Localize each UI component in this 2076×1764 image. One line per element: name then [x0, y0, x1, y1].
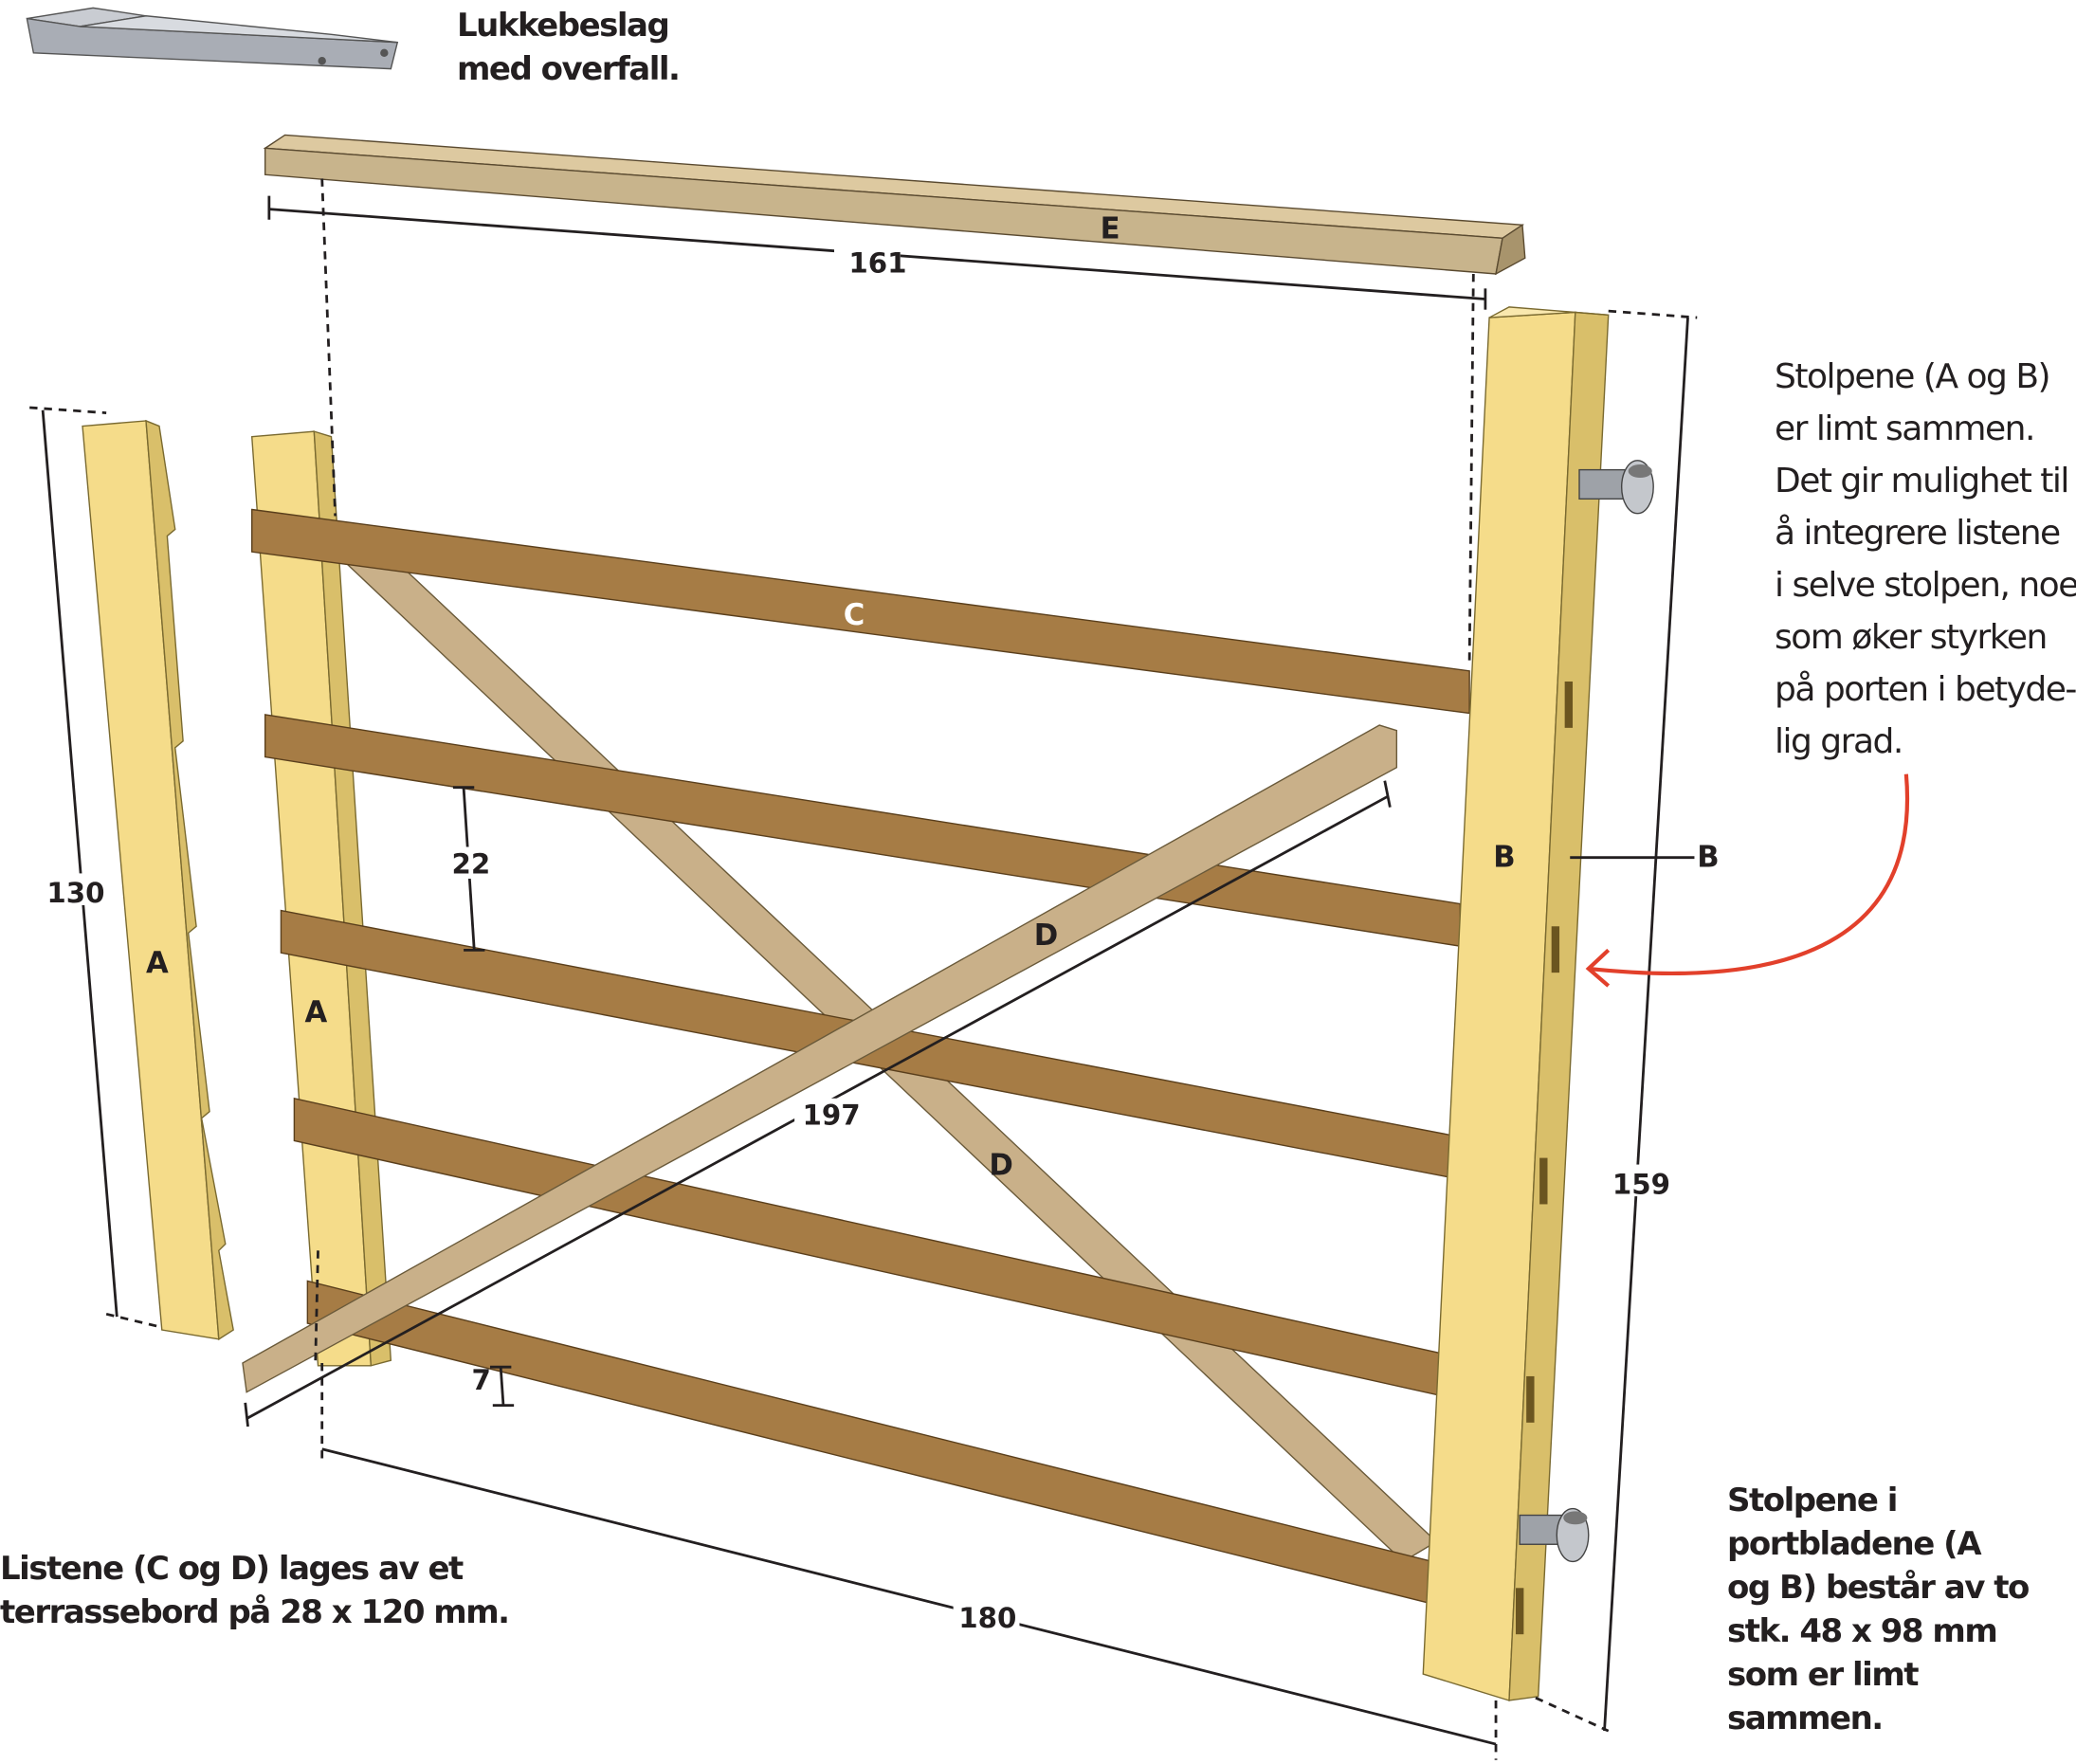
label-C: C: [844, 598, 865, 632]
caption-line: stk. 48 x 98 mm: [1727, 1612, 1998, 1650]
hinge-top-icon: [1578, 460, 1654, 515]
label-E: E: [1101, 211, 1120, 246]
callout-arrow-icon: [1585, 773, 1910, 988]
note-line: i selve stolpen, noe: [1775, 566, 2076, 605]
caption-line: portbladene (A: [1727, 1525, 1982, 1563]
note-line: på porten i betyde-: [1775, 670, 2076, 709]
latch-caption: Lukkebeslag med overfall.: [457, 4, 681, 91]
post-A-separate: [82, 419, 234, 1341]
board-E: [263, 134, 1526, 276]
dim-22: 22: [452, 847, 491, 880]
caption-line: som er limt: [1727, 1656, 1920, 1694]
rails-caption: Listene (C og D) lages av et terrassebor…: [0, 1547, 510, 1634]
dim-7: 7: [471, 1364, 490, 1396]
caption-line: terrassebord på 28 x 120 mm.: [0, 1593, 510, 1631]
dim-130: 130: [46, 877, 104, 909]
part-labels: E C A A B B D D 161 130 159 22 7 180 197: [27, 211, 1720, 1634]
hinge-bottom-icon: [1519, 1507, 1590, 1563]
latch-hardware-image: [26, 7, 399, 70]
caption-line: med overfall.: [457, 50, 681, 88]
note-line: Det gir mulighet til: [1775, 462, 2069, 500]
caption-line: Lukkebeslag: [457, 7, 670, 45]
dim-180: 180: [958, 1602, 1016, 1634]
note-line: som øker styrken: [1775, 618, 2048, 657]
dim-161: 161: [848, 247, 906, 280]
caption-line: Listene (C og D) lages av et: [0, 1550, 464, 1588]
caption-line: sammen.: [1727, 1700, 1884, 1737]
side-note: Stolpene (A og B) er limt sammen. Det gi…: [1775, 351, 2076, 768]
dim-197: 197: [802, 1100, 860, 1132]
caption-line: og B) består av to: [1727, 1569, 2030, 1607]
label-D-back: D: [989, 1149, 1013, 1183]
label-D-front: D: [1034, 918, 1059, 953]
note-line: å integrere listene: [1775, 514, 2061, 553]
label-A-post: A: [305, 995, 328, 1029]
post-B: [1422, 306, 1610, 1701]
dim-159: 159: [1612, 1168, 1670, 1200]
label-B-post: B: [1493, 840, 1515, 874]
note-line: er limt sammen.: [1775, 409, 2035, 448]
label-B-callout: B: [1697, 840, 1719, 874]
label-A-separate: A: [146, 946, 169, 980]
brace-D-front: [242, 724, 1398, 1393]
note-line: Stolpene (A og B): [1775, 357, 2051, 396]
caption-line: Stolpene i: [1727, 1482, 1898, 1519]
posts-caption: Stolpene i portbladene (A og B) består a…: [1727, 1479, 2030, 1740]
note-line: lig grad.: [1775, 722, 1903, 761]
